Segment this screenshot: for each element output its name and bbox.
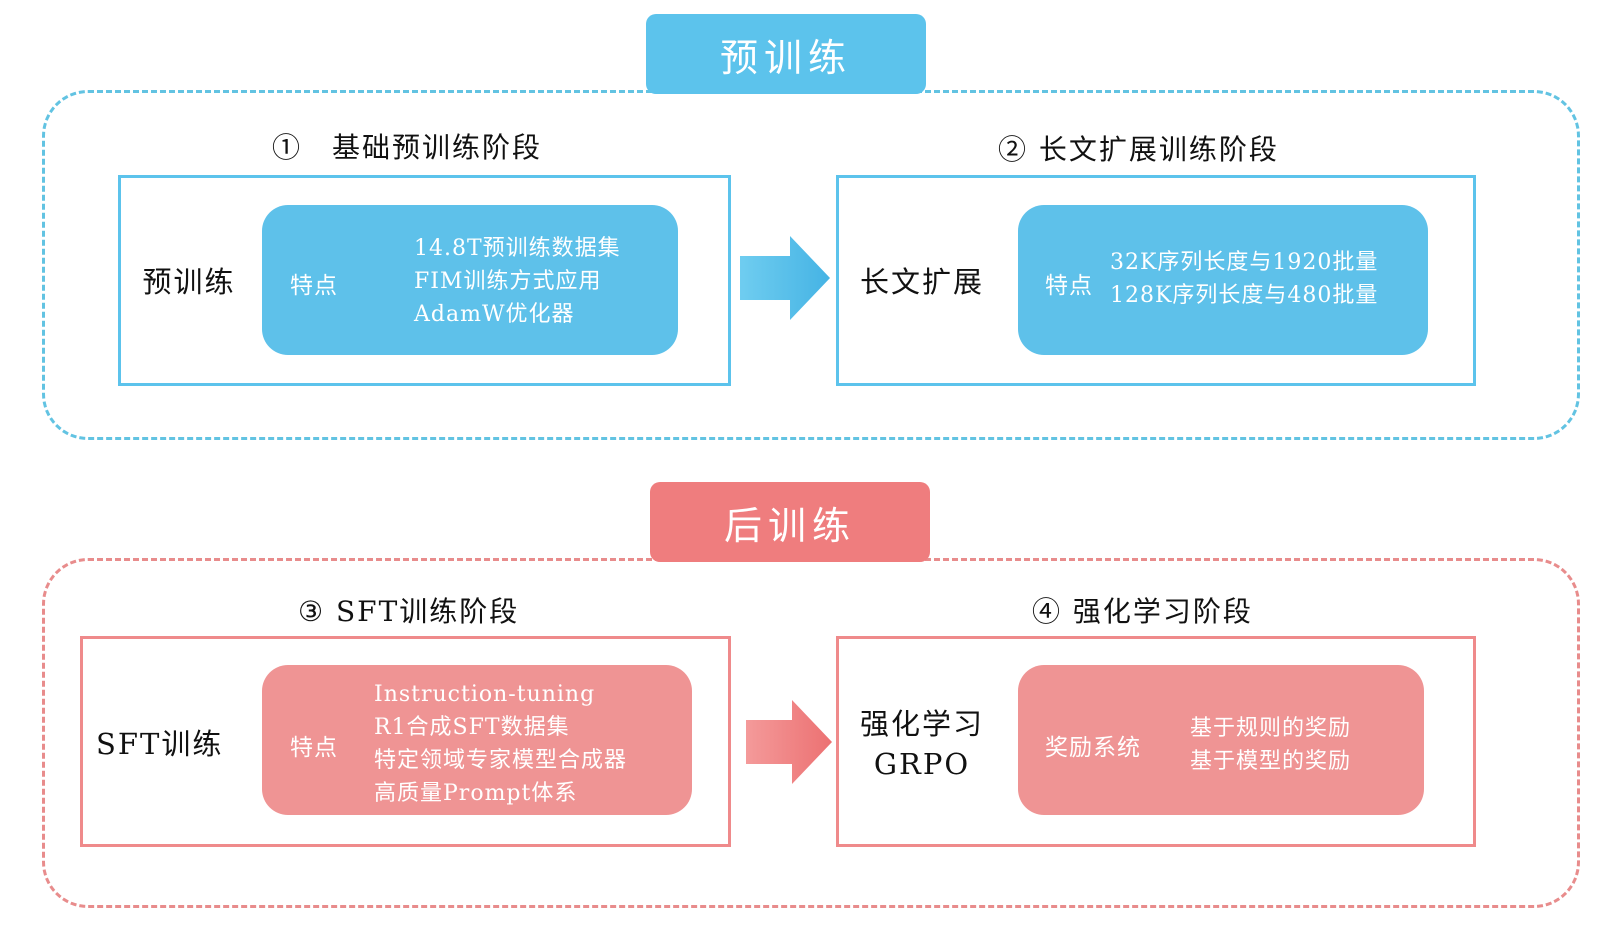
stage3-feature-label: 特点 [290,735,338,761]
stage3-label: SFT训练 [96,727,224,761]
stage2-title: ② 长文扩展训练阶段 [998,133,1279,166]
stage1-feature-pill [262,205,678,355]
feature-item: 基于规则的奖励 [1190,716,1352,741]
stage3-feature-list: Instruction-tuning R1合成SFT数据集 特定领域专家模型合成… [374,678,627,810]
feature-item: 基于模型的奖励 [1190,749,1352,774]
feature-item: 特定领域专家模型合成器 [374,748,628,773]
stage2-feature-pill [1018,205,1428,355]
stage1-feature-label: 特点 [290,273,338,299]
pretraining-tag: 预训练 [646,14,926,94]
stage4-feature-pill [1018,665,1424,815]
stage2-label: 长文扩展 [859,265,984,299]
feature-item: 高质量Prompt体系 [374,781,578,806]
stage1-feature-list: 14.8T预训练数据集 FIM训练方式应用 AdamW优化器 [414,232,621,331]
stage4-feature-list: 基于规则的奖励 基于模型的奖励 [1190,712,1351,778]
stage2-feature-label: 特点 [1045,273,1093,299]
feature-item: 32K序列长度与1920批量 [1110,250,1379,275]
feature-item: AdamW优化器 [414,302,575,327]
feature-item: 14.8T预训练数据集 [414,236,621,261]
right-arrow-icon [740,236,830,320]
right-arrow-icon [746,700,832,784]
feature-item: 128K序列长度与480批量 [1110,283,1379,308]
stage4-label-line1: 强化学习 [859,707,984,741]
feature-item: FIM训练方式应用 [414,269,602,294]
posttraining-tag: 后训练 [650,482,930,562]
stage4-label-line2: GRPO [873,747,971,781]
stage4-title: ④ 强化学习阶段 [1032,595,1253,628]
feature-item: Instruction-tuning [374,682,596,707]
stage2-feature-list: 32K序列长度与1920批量 128K序列长度与480批量 [1110,246,1378,312]
stage1-label: 预训练 [142,265,236,299]
feature-item: R1合成SFT数据集 [374,715,570,740]
stage1-title: ① 基础预训练阶段 [272,131,543,164]
stage3-feature-pill [262,665,692,815]
stage3-title: ③ SFT训练阶段 [298,595,520,628]
stage4-label: 强化学习 GRPO [852,704,992,784]
stage4-feature-label: 奖励系统 [1045,735,1141,761]
